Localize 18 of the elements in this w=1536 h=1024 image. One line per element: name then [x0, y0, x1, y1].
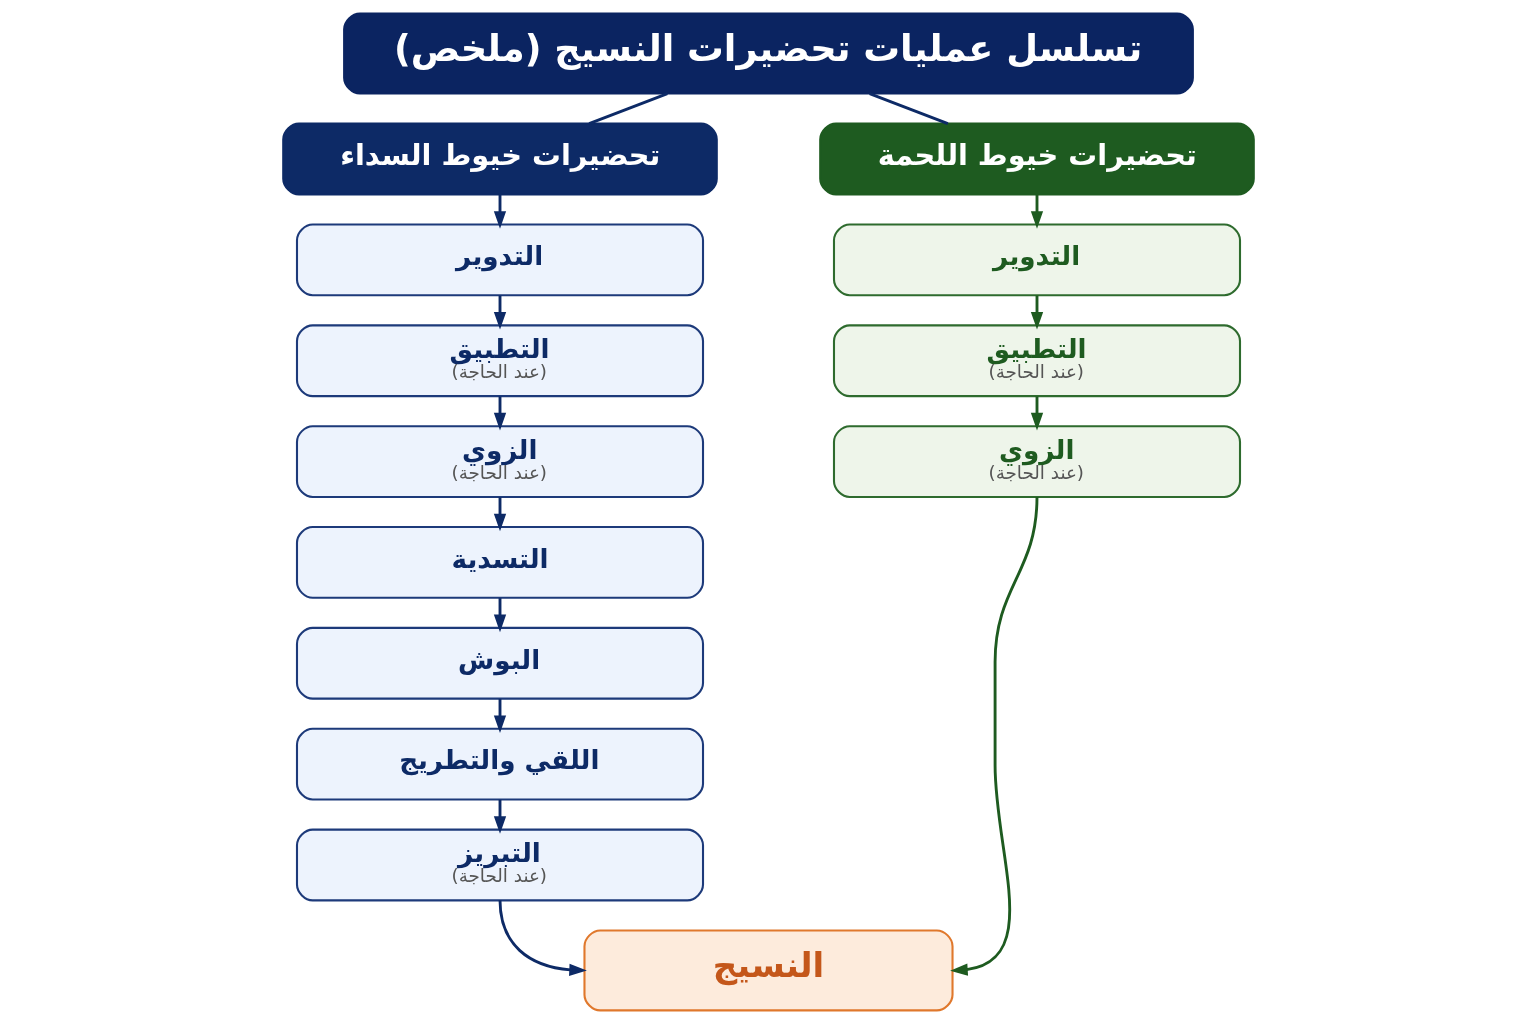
node-box: تحضيرات خيوط السداء: [281, 122, 718, 196]
node-box: التبريز (عند الحاجة): [295, 828, 704, 902]
node-box: تحضيرات خيوط اللحمة: [818, 122, 1255, 196]
node-box: التطبيق (عند الحاجة): [295, 324, 704, 398]
connector: [868, 92, 948, 125]
node-box: البوش: [295, 626, 704, 700]
connector: [588, 92, 668, 125]
node-box: النسيج: [582, 929, 954, 1012]
node-box: الزوي (عند الحاجة): [295, 425, 704, 498]
node-box: الزوي (عند الحاجة): [832, 425, 1241, 498]
node-box: التدوير: [832, 223, 1241, 297]
node-box: التدوير: [295, 223, 704, 297]
node-box: اللقي والتطريج: [295, 727, 704, 801]
arrow: [498, 900, 587, 976]
arrow: [949, 496, 1038, 976]
node-box: تسلسل عمليات تحضيرات النسيج (ملخص): [342, 12, 1194, 95]
node-box: التسدية: [295, 526, 704, 599]
node-box: التطبيق (عند الحاجة): [832, 324, 1241, 398]
